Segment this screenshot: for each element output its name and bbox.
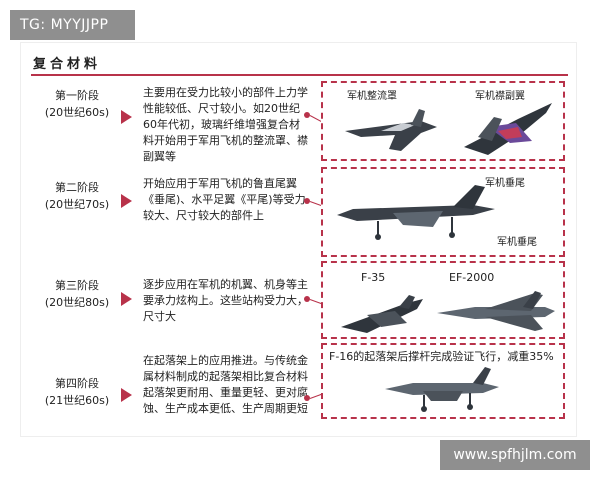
title-rule: [31, 74, 568, 76]
infographic-card: 复合材料 第一阶段 (20世纪60s) 主要用在受力比较小的部件上力学性能较低、…: [20, 42, 577, 437]
stage-3-name: 第三阶段: [55, 279, 99, 292]
stage-4-name: 第四阶段: [55, 377, 99, 390]
stage-3-part-f35: F-35: [361, 271, 386, 284]
stage-1-label: 第一阶段 (20世纪60s): [27, 87, 127, 121]
stage-1-arrow-icon: [121, 110, 132, 124]
watermark-bottom: www.spfhjlm.com: [440, 440, 590, 470]
stage-4-label: 第四阶段 (21世纪60s): [27, 375, 127, 409]
stage-1-part-fairing: 军机整流罩: [347, 91, 397, 102]
fighter-jet-fairing-icon: [345, 109, 437, 151]
stage-3-part-ef2000: EF-2000: [449, 271, 495, 284]
stage-1-part-flaperon: 军机襟副翼: [475, 91, 525, 102]
section-title: 复合材料: [33, 57, 102, 72]
stage-2-description: 开始应用于军用飞机的鲁直尾翼《垂尾)、水平足翼《平尾)等受力较大、尺寸较大的部件…: [143, 177, 306, 222]
stage-1-connector-dot: [304, 112, 310, 118]
stage-2-connector-dot: [304, 198, 310, 204]
stage-4-caption: F-16的起落架后撑杆完成验证飞行，减重35%: [329, 350, 554, 363]
stage-2-name: 第二阶段: [55, 181, 99, 194]
f35-jet-icon: [341, 295, 423, 333]
stage-3-panel: F-35 EF-2000: [321, 261, 565, 339]
stage-3-description: 逐步应用在军机的机翼、机身等主要承力炫构上。这些站构受力大，尺寸大: [143, 278, 308, 323]
stage-3-label: 第三阶段 (20世纪80s): [27, 277, 127, 311]
f16-jet-icon: [385, 367, 499, 412]
stage-4-connector-dot: [304, 395, 310, 401]
stage-4-panel: F-16的起落架后撑杆完成验证飞行，减重35%: [321, 343, 565, 419]
stage-4-description: 在起落架上的应用推进。与传统金属材料制成的起落架相比复合材料起落架更耐用、重量更…: [143, 354, 308, 415]
stage-4-period: (21世纪60s): [44, 394, 110, 407]
stage-2-period: (20世纪70s): [44, 198, 110, 211]
stage-4-arrow-icon: [121, 388, 132, 402]
stage-2-part-vertical-tail-1: 军机垂尾: [485, 178, 525, 189]
stage-1-description: 主要用在受力比较小的部件上力学性能较低、尺寸较小。如20世纪60年代初，玻璃纤维…: [143, 86, 308, 163]
stage-1-period: (20世纪60s): [44, 106, 110, 119]
stage-2-arrow-icon: [121, 194, 132, 208]
stage-3-period: (20世纪80s): [44, 296, 110, 309]
stage-2-panel: 军机垂尾 军机垂尾: [321, 167, 565, 257]
ef2000-jet-icon: [437, 291, 555, 331]
stage-1-panel: 军机整流罩 军机襟副翼: [321, 81, 565, 161]
stage-3-connector-dot: [304, 296, 310, 302]
watermark-top: TG: MYYJJPP: [10, 10, 135, 40]
stage-2-part-vertical-tail-2: 军机垂尾: [497, 237, 537, 248]
stage-1-name: 第一阶段: [55, 89, 99, 102]
fighter-jet-side-icon: [337, 185, 495, 240]
stage-3-arrow-icon: [121, 292, 132, 306]
fighter-jet-flaperon-icon: [464, 103, 552, 155]
stage-2-label: 第二阶段 (20世纪70s): [27, 179, 127, 213]
